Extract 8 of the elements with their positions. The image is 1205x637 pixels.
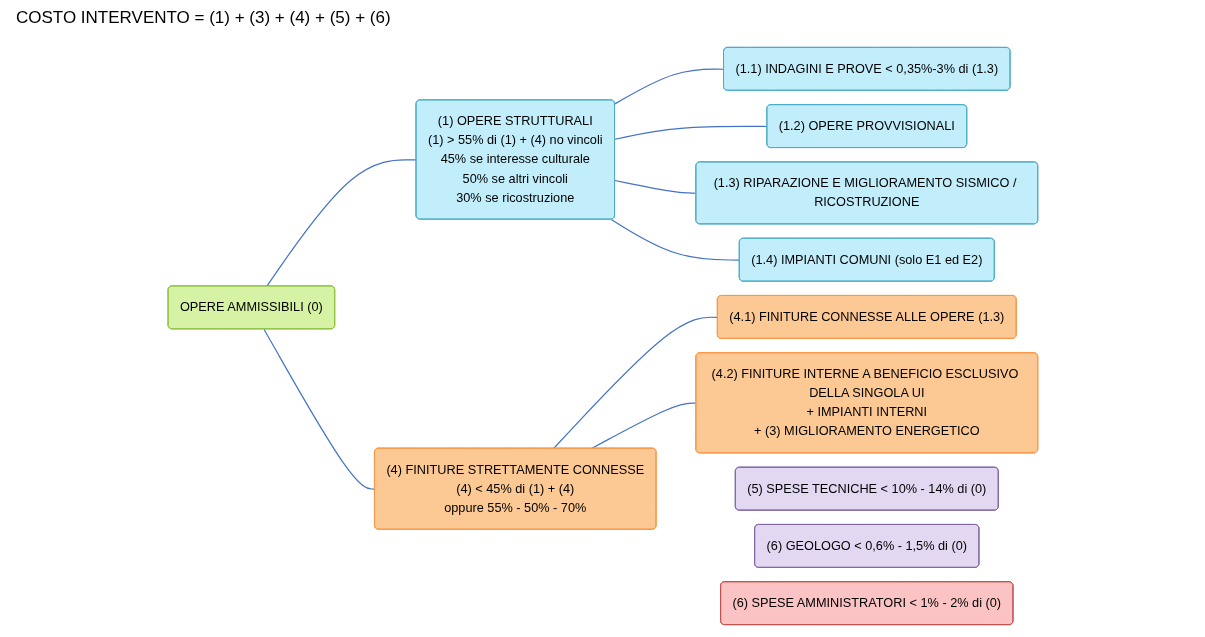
connector [265, 158, 417, 287]
connector [613, 125, 768, 140]
connector [613, 179, 697, 194]
connector [552, 316, 718, 449]
formula-heading: COSTO INTERVENTO = (1) + (3) + (4) + (5) + (6) [15, 7, 392, 29]
connector [263, 328, 376, 490]
connector [610, 218, 740, 261]
connector [613, 68, 725, 104]
